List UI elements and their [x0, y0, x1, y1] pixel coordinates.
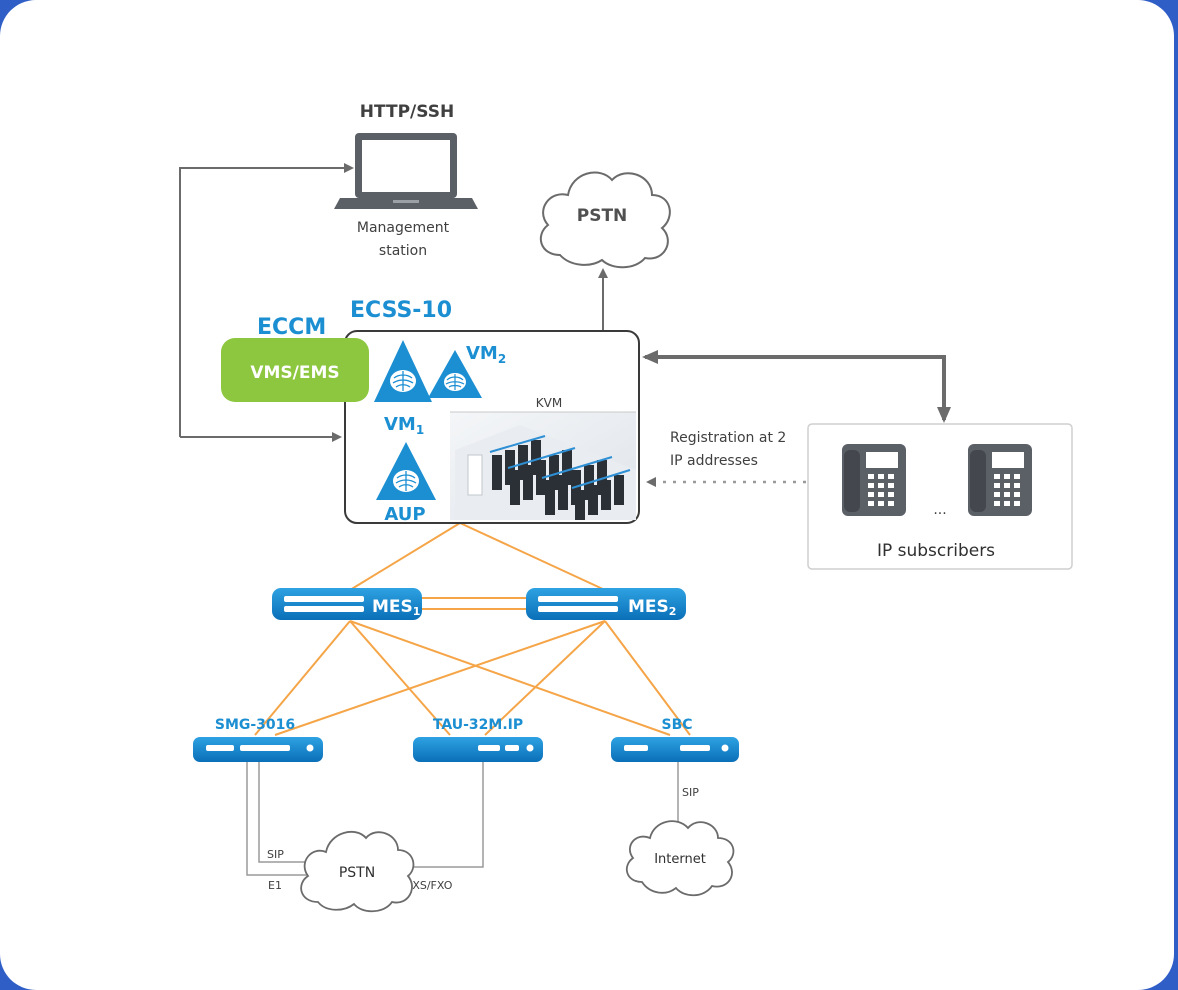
management-label-line2: station	[379, 243, 427, 259]
fxs-fxo-label: FXS/FXO	[406, 879, 453, 892]
laptop-icon	[334, 133, 478, 209]
mes2-label: MES2	[628, 597, 676, 618]
desk-phone-icon	[968, 444, 1032, 516]
registration-link: Registration at 2 IP addresses	[646, 430, 806, 487]
mes2-switch: MES2	[526, 588, 686, 620]
ip-subscribers-label: IP subscribers	[877, 541, 995, 561]
desk-phone-icon	[842, 444, 906, 516]
pstn-top-cloud: PSTN	[539, 171, 671, 269]
vms-ems-label: VMS/EMS	[250, 363, 339, 383]
pstn-top-label: PSTN	[577, 206, 628, 226]
vm1-label: VM1	[384, 414, 424, 437]
brain-icon	[393, 470, 419, 492]
management-label-line1: Management	[357, 220, 450, 236]
vm2-module: VM2	[428, 343, 506, 398]
kvm-label: KVM	[536, 396, 562, 410]
tau-32m-ip-gateway: TAU-32M.IP	[413, 717, 543, 762]
management-loop-arrows	[179, 163, 354, 442]
smg-3016-gateway: SMG-3016	[193, 717, 323, 762]
mes1-label: MES1	[372, 597, 420, 618]
sip-smg-label: SIP	[267, 848, 284, 861]
vm2-label: VM2	[466, 343, 506, 366]
tau-label: TAU-32M.IP	[433, 717, 523, 733]
pstn-bottom-cloud: PSTN	[300, 830, 415, 913]
brain-icon	[390, 370, 416, 392]
cloud-icon	[625, 820, 735, 897]
e1-label: E1	[268, 879, 282, 892]
aup-module: AUP	[376, 442, 436, 525]
sbc-gateway: SBC	[611, 717, 739, 762]
aup-label: AUP	[384, 504, 425, 525]
internet-cloud: Internet	[625, 820, 735, 897]
registration-line1: Registration at 2	[670, 430, 786, 446]
sbc-label: SBC	[661, 717, 692, 733]
eccm-title: ECCM	[257, 315, 326, 340]
orange-links	[254, 522, 691, 736]
ip-subscribers: ... IP subscribers	[807, 423, 1073, 570]
ecss-subscribers-link	[642, 350, 951, 423]
vm1-module: VM1	[374, 340, 432, 437]
management-station: HTTP/SSH Management station	[334, 102, 478, 259]
mes1-switch: MES1	[272, 588, 422, 620]
sip-sbc-label: SIP	[682, 786, 699, 799]
cloud-icon	[300, 830, 415, 913]
ip-subscribers-ellipsis: ...	[933, 502, 946, 518]
server-room-icon	[455, 425, 636, 520]
pstn-access-links	[246, 762, 679, 876]
http-ssh-label: HTTP/SSH	[360, 102, 454, 122]
vms-ems-module: VMS/EMS	[221, 338, 369, 402]
smg-label: SMG-3016	[215, 717, 295, 733]
brain-icon	[444, 373, 466, 391]
cloud-icon	[539, 171, 671, 269]
internet-label: Internet	[654, 852, 706, 867]
ecss-10-title: ECSS-10	[350, 298, 452, 323]
pstn-bottom-label: PSTN	[339, 865, 375, 881]
registration-line2: IP addresses	[670, 453, 758, 469]
